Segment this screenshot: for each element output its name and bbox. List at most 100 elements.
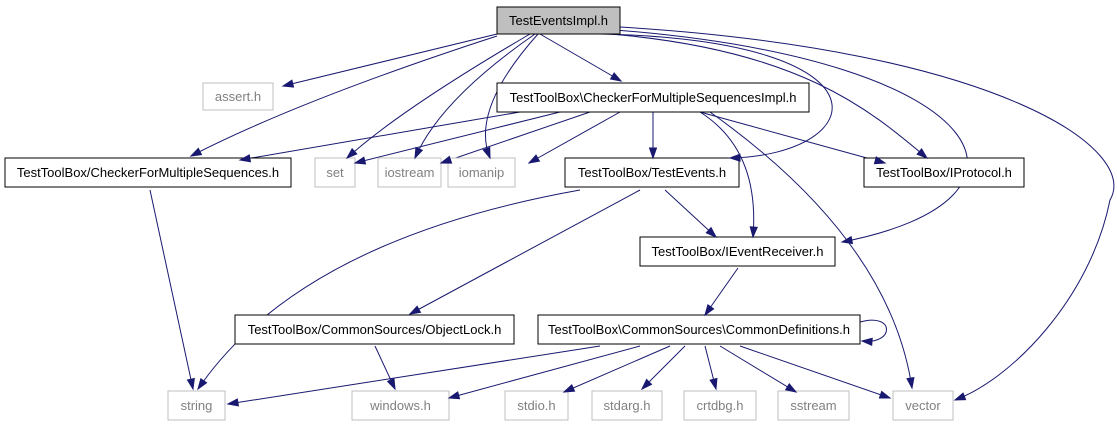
node-stdarg-label: stdarg.h: [604, 398, 651, 413]
node-iomanip-label: iomanip: [459, 165, 505, 180]
edge-cfms-string: [149, 189, 194, 390]
edge-root-iomanip: [484, 33, 539, 159]
edge-cfmsi-iostream-arrowhead: [439, 155, 453, 164]
node-assert-label: assert.h: [215, 89, 261, 104]
node-windows[interactable]: windows.h: [351, 390, 450, 421]
edge-root-ieventreceiver-arrowhead: [840, 235, 854, 245]
edge-cfmsi-iprotocol-arrowhead: [873, 156, 887, 165]
edge-objectlock-windows-arrowhead: [386, 377, 396, 391]
edge-commondefs-sstream-arrowhead: [784, 382, 798, 393]
node-assert[interactable]: assert.h: [202, 82, 274, 111]
node-cfms[interactable]: TestToolBox/CheckerForMultipleSequences.…: [4, 157, 292, 188]
node-commondefs-label: TestToolBox\CommonSources\CommonDefiniti…: [548, 322, 850, 337]
edge-commondefs-windows-arrowhead: [447, 391, 461, 400]
edge-root-iostream: [414, 33, 536, 159]
edge-commondefs-self: [859, 319, 887, 342]
edge-commondefs-vector: [739, 345, 891, 399]
nodes-layer: TestEventsImpl.h assert.h TestToolBox\Ch…: [4, 6, 1025, 421]
edge-root-assert: [282, 33, 498, 87]
arrowheads-layer: [186, 72, 967, 407]
edge-testevents-string: [197, 189, 581, 390]
node-iprotocol[interactable]: TestToolBox/IProtocol.h: [863, 157, 1025, 188]
edge-root-iprotocol: [609, 33, 928, 159]
edge-root-testevents: [599, 33, 833, 159]
edge-testevents-ieventreceiver-arrowhead: [705, 226, 718, 239]
edge-testevents-ieventreceiver: [664, 189, 717, 238]
edge-cfms-string-arrowhead: [186, 377, 195, 391]
edge-root-cfms-arrowhead: [189, 147, 203, 157]
node-sstream[interactable]: sstream: [777, 390, 850, 421]
edge-root-vector: [619, 26, 1115, 401]
edge-commondefs-windows: [448, 345, 641, 399]
edge-commondefs-stdio: [563, 345, 671, 393]
node-iomanip[interactable]: iomanip: [447, 157, 516, 188]
edge-commondefs-stdarg-arrowhead: [640, 378, 653, 391]
edge-commondefs-sstream: [719, 345, 797, 393]
node-testevents-label: TestToolBox/TestEvents.h: [578, 165, 726, 180]
node-stdio-label: stdio.h: [517, 398, 555, 413]
edge-root-testevents-arrowhead: [728, 153, 741, 162]
node-commondefs[interactable]: TestToolBox\CommonSources\CommonDefiniti…: [537, 314, 861, 345]
node-objectlock-label: TestToolBox/CommonSources/ObjectLock.h: [248, 322, 502, 337]
node-cfms-label: TestToolBox/CheckerForMultipleSequences.…: [17, 165, 279, 180]
edge-cfmsi-vector-arrowhead: [906, 376, 915, 390]
node-root[interactable]: TestEventsImpl.h: [496, 6, 621, 35]
node-ieventreceiver-label: TestToolBox/IEventReceiver.h: [652, 244, 824, 259]
edge-ieventreceiver-commondefs-arrowhead: [704, 303, 715, 317]
edge-cfmsi-testevents-arrowhead: [648, 147, 658, 160]
edge-cfmsi-cfms-arrowhead: [238, 154, 252, 163]
edge-root-set: [346, 33, 531, 159]
node-iprotocol-label: TestToolBox/IProtocol.h: [876, 165, 1012, 180]
node-stdarg[interactable]: stdarg.h: [591, 390, 663, 421]
node-cfmsi-label: TestToolBox\CheckerForMultipleSequencesI…: [510, 90, 797, 105]
edge-commondefs-vector-arrowhead: [878, 390, 892, 399]
edge-cfmsi-vector: [709, 111, 913, 389]
edge-cfmsi-iomanip-arrowhead: [527, 154, 541, 164]
edge-testevents-objectlock-arrowhead: [408, 305, 422, 315]
edge-root-ieventreceiver: [614, 29, 968, 243]
edge-root-cfmsi: [539, 33, 622, 82]
node-stdio[interactable]: stdio.h: [504, 390, 569, 421]
edge-commondefs-stdio-arrowhead: [562, 383, 576, 393]
edge-root-set-arrowhead: [345, 147, 358, 160]
node-iostream[interactable]: iostream: [377, 157, 442, 188]
edge-cfmsi-iomanip: [528, 111, 621, 164]
node-cfmsi[interactable]: TestToolBox\CheckerForMultipleSequencesI…: [496, 82, 810, 113]
edge-root-cfms: [190, 35, 498, 157]
edge-root-iomanip-arrowhead: [482, 146, 491, 160]
node-string[interactable]: string: [167, 390, 226, 421]
edge-commondefs-string-arrowhead: [226, 398, 240, 407]
edge-commondefs-self-arrowhead: [860, 337, 873, 347]
node-string-label: string: [181, 398, 213, 413]
edge-cfmsi-set: [354, 111, 561, 164]
edge-cfmsi-iprotocol: [699, 111, 886, 164]
edge-cfmsi-ieventreceiver-arrowhead: [749, 226, 758, 239]
edge-testevents-string-arrowhead: [197, 377, 208, 391]
node-root-label: TestEventsImpl.h: [509, 13, 608, 28]
node-windows-label: windows.h: [369, 398, 431, 413]
node-sstream-label: sstream: [790, 398, 836, 413]
edge-root-iprotocol-arrowhead: [916, 148, 929, 159]
node-iostream-label: iostream: [385, 165, 435, 180]
node-ieventreceiver[interactable]: TestToolBox/IEventReceiver.h: [639, 236, 836, 267]
edge-root-vector-arrowhead: [953, 392, 967, 401]
node-objectlock[interactable]: TestToolBox/CommonSources/ObjectLock.h: [234, 314, 515, 345]
edge-root-iostream-arrowhead: [414, 146, 424, 160]
node-set-label: set: [326, 165, 344, 180]
node-testevents[interactable]: TestToolBox/TestEvents.h: [564, 157, 740, 188]
edge-cfmsi-iostream: [440, 111, 591, 164]
edge-cfmsi-set-arrowhead: [353, 156, 367, 165]
node-vector-label: vector: [905, 398, 941, 413]
node-crtdbg[interactable]: crtdbg.h: [683, 390, 757, 421]
edge-cfmsi-cfms: [239, 111, 521, 161]
node-vector[interactable]: vector: [892, 390, 954, 421]
edge-cfmsi-ieventreceiver: [699, 111, 755, 238]
node-set[interactable]: set: [314, 157, 356, 188]
edge-testevents-objectlock: [409, 189, 641, 315]
node-crtdbg-label: crtdbg.h: [697, 398, 744, 413]
edge-commondefs-string: [227, 345, 601, 405]
edge-root-cfmsi-arrowhead: [609, 72, 623, 82]
edge-root-assert-arrowhead: [281, 79, 295, 88]
